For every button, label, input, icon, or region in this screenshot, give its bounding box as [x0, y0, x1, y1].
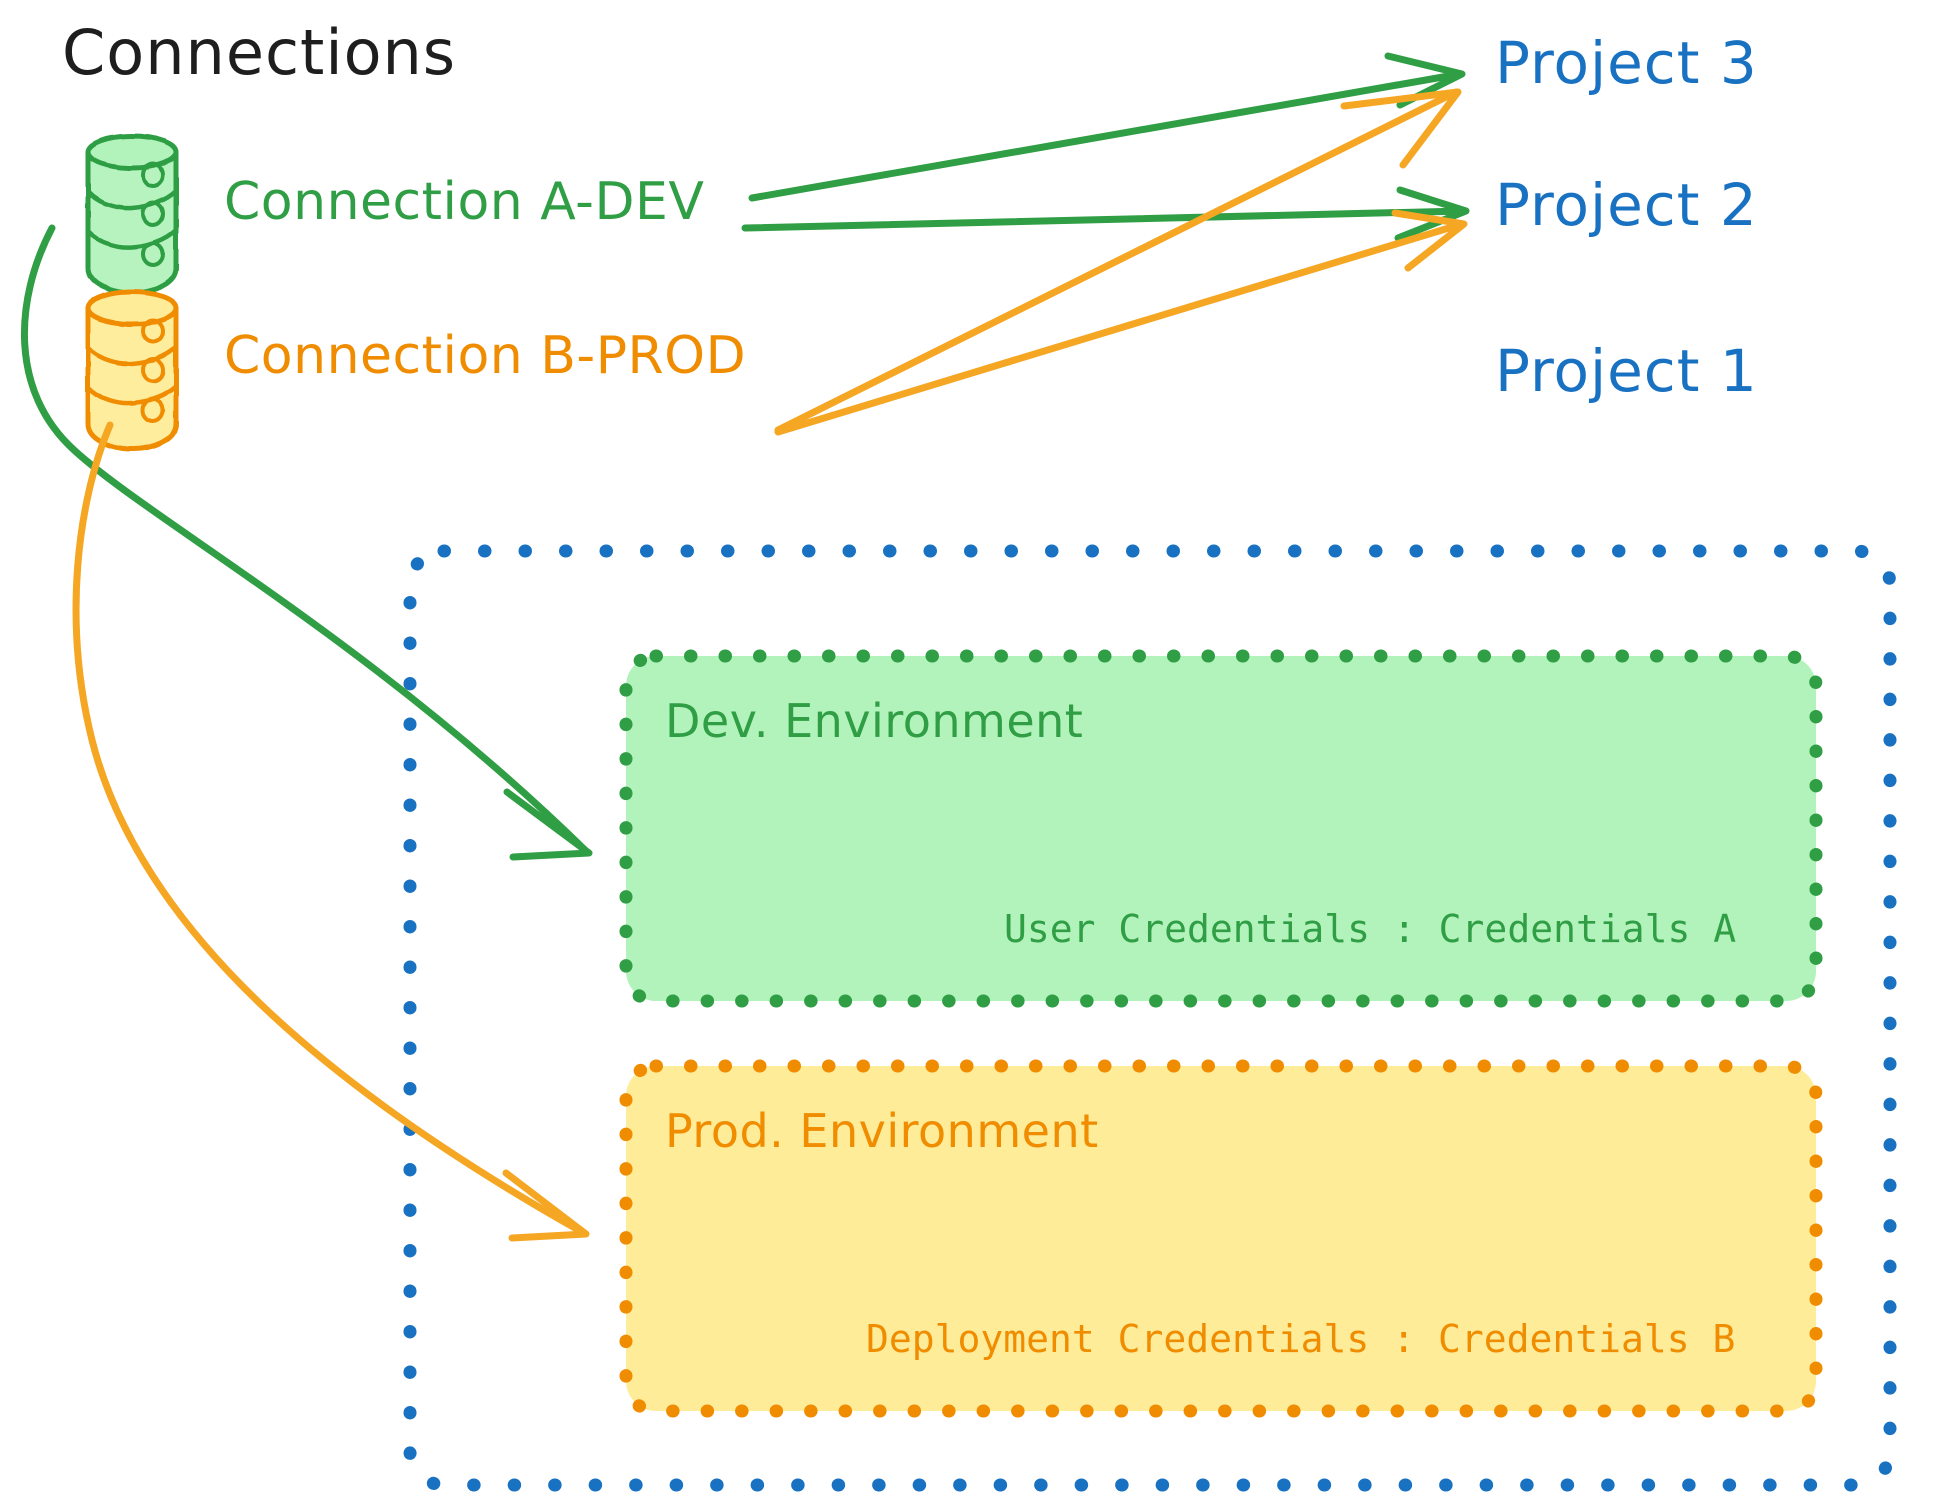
database-cylinder-icon-orange[interactable]	[85, 289, 179, 452]
arrow-a-dev-to-project-3	[748, 52, 1466, 202]
project-label-project-3[interactable]: Project 3	[1495, 29, 1758, 97]
dev-environment-box[interactable]	[619, 649, 1823, 1008]
project-1-container-box	[403, 544, 1897, 1492]
page-title: Connections	[62, 16, 457, 89]
prod-environment-title: Prod. Environment	[665, 1104, 1099, 1158]
arrow-a-dev-to-project-2	[741, 186, 1470, 242]
dev-environment-credentials: User Credentials : Credentials A	[1004, 907, 1737, 951]
arrow-a-dev-to-dev-environment	[20, 224, 593, 861]
database-cylinder-icon-green[interactable]	[85, 133, 179, 296]
project-label-project-1[interactable]: Project 1	[1495, 337, 1758, 405]
arrow-b-prod-to-project-2	[774, 209, 1468, 436]
connection-label-a-dev[interactable]: Connection A-DEV	[224, 172, 705, 232]
dev-environment-title: Dev. Environment	[665, 694, 1084, 748]
arrow-b-prod-to-project-3	[774, 88, 1462, 434]
arrow-b-prod-to-prod-environment	[72, 421, 590, 1242]
connection-label-b-prod[interactable]: Connection B-PROD	[224, 326, 747, 386]
prod-environment-credentials: Deployment Credentials : Credentials B	[866, 1317, 1736, 1361]
prod-environment-box[interactable]	[619, 1059, 1823, 1418]
project-label-project-2[interactable]: Project 2	[1495, 171, 1758, 239]
